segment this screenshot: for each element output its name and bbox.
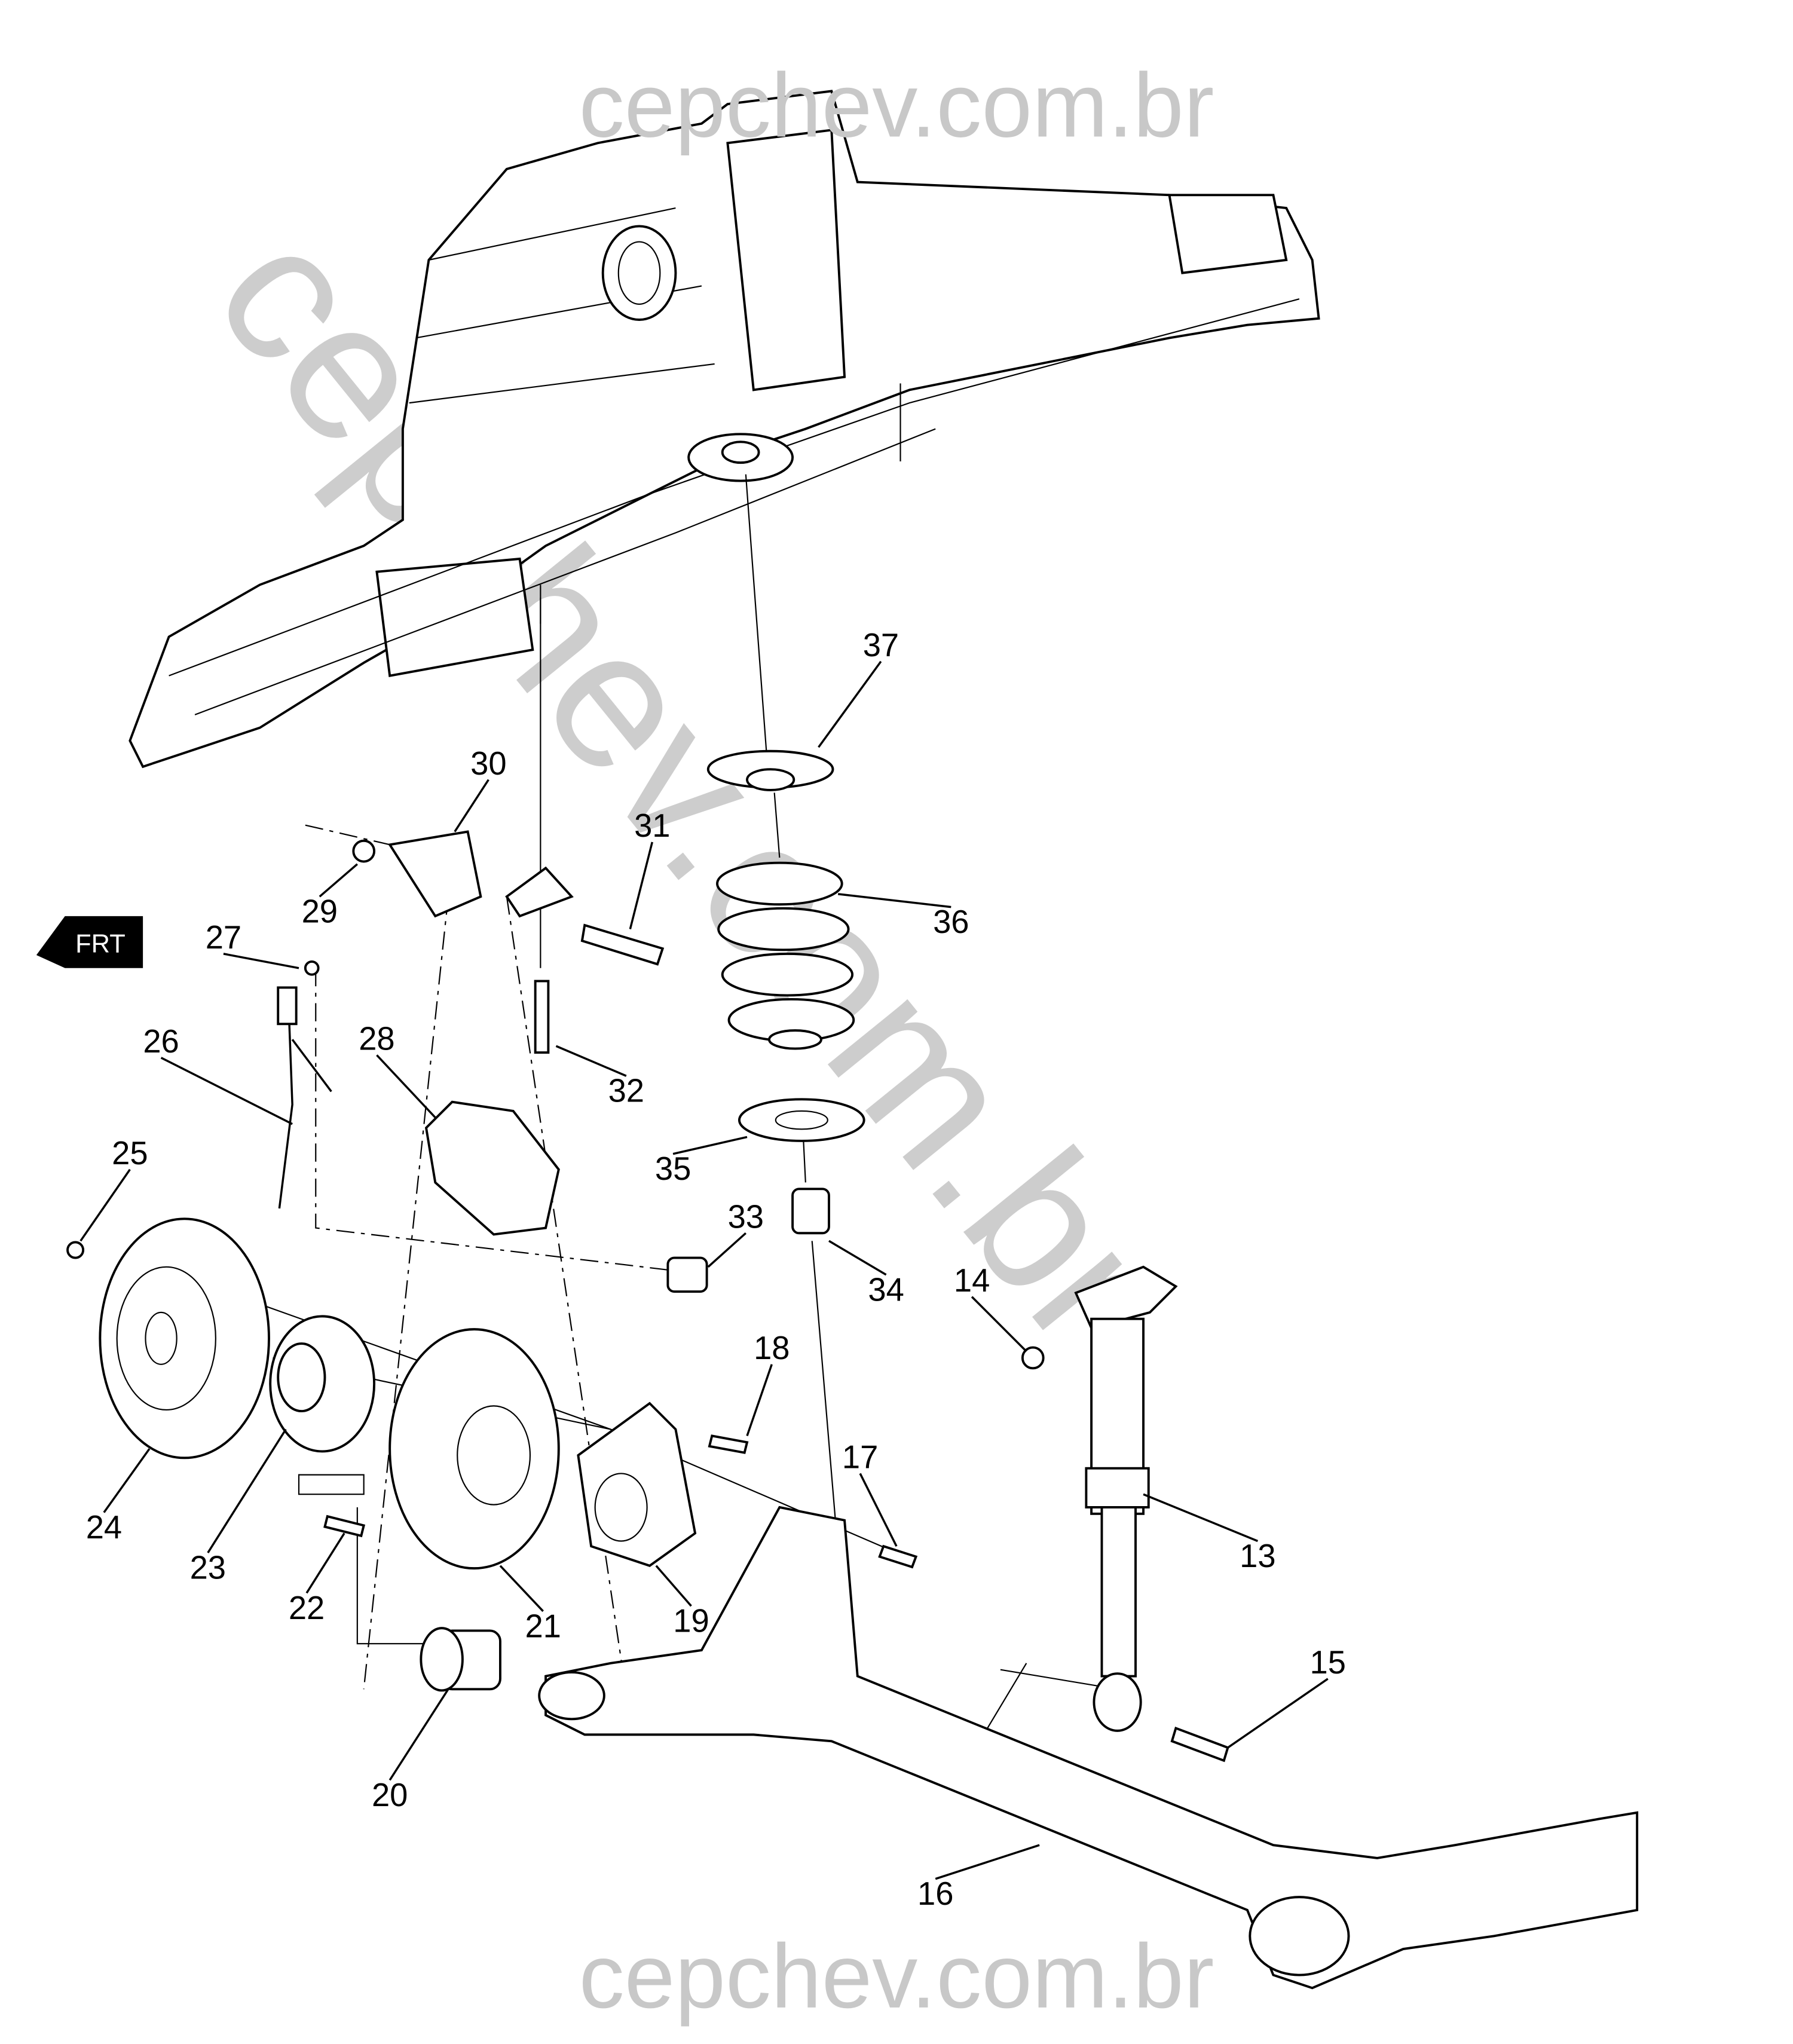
vehicle-underbody-frame (128, 90, 1320, 769)
callout-leader-27 (223, 953, 299, 969)
axle-bushing (420, 1627, 501, 1692)
callout-leader-19 (655, 1565, 692, 1607)
callout-label-37: 37 (863, 627, 899, 663)
callout-leader-25 (79, 1168, 131, 1242)
callout-label-27: 27 (206, 919, 241, 956)
caliper-bracket (577, 1402, 697, 1567)
watermark-bottom: cepchev.com.br (579, 1926, 1214, 2027)
callout-label-21: 21 (525, 1608, 561, 1644)
front-direction-indicator: FRT (36, 916, 143, 968)
callout-label-36: 36 (933, 904, 969, 940)
callout-label-15: 15 (1310, 1644, 1346, 1681)
callout-label-16: 16 (917, 1875, 953, 1912)
callout-leader-28 (376, 1054, 436, 1118)
callout-label-25: 25 (112, 1135, 148, 1171)
callout-leader-36 (837, 893, 951, 908)
shock-absorber (1074, 1265, 1178, 1732)
callout-label-22: 22 (289, 1590, 325, 1626)
callout-leader-32 (555, 1045, 627, 1077)
callout-leader-13 (1143, 1493, 1259, 1543)
jounce-bumper (791, 1188, 830, 1235)
watermark-top: cepchev.com.br (579, 54, 1214, 156)
callout-label-20: 20 (372, 1777, 408, 1813)
callout-label-31: 31 (634, 807, 670, 844)
callout-leader-23 (207, 1428, 287, 1553)
callout-leader-34 (828, 1240, 887, 1276)
callout-leader-33 (707, 1232, 746, 1268)
callout-leader-15 (1227, 1678, 1329, 1749)
callout-leader-17 (859, 1473, 898, 1547)
spring-upper-insulator (706, 749, 834, 791)
callout-leader-16 (935, 1844, 1040, 1880)
callout-label-17: 17 (842, 1439, 878, 1476)
brake-shield (388, 1328, 560, 1570)
bolts-and-nuts (66, 830, 1229, 1763)
callout-label-35: 35 (655, 1150, 691, 1187)
callout-label-30: 30 (470, 745, 506, 782)
callout-leader-35 (672, 1136, 748, 1155)
callout-label-28: 28 (359, 1021, 394, 1057)
callout-leader-26 (160, 1057, 293, 1125)
rear-axle-beam (538, 1506, 1639, 1990)
callout-leader-24 (103, 1448, 151, 1513)
spring-lower-insulator (738, 1098, 865, 1142)
callout-label-19: 19 (673, 1603, 709, 1639)
callout-label-13: 13 (1240, 1538, 1275, 1574)
callout-leader-18 (746, 1364, 773, 1436)
callout-labels: 37 30 31 29 36 27 26 28 32 25 35 33 34 14 18 17 24 23 13 22… (79, 627, 1346, 1912)
hub-and-bearing (269, 1315, 376, 1453)
callout-leader-14 (971, 1296, 1027, 1353)
callout-leader-31 (629, 842, 653, 929)
callout-leader-30 (454, 779, 489, 833)
coil-spring (716, 861, 855, 1050)
brake-rotor (99, 1217, 270, 1459)
callout-label-34: 34 (868, 1271, 904, 1308)
callout-leader-29 (319, 863, 358, 898)
callout-leader-37 (818, 660, 882, 748)
wheel-speed-sensor (277, 986, 332, 1209)
callout-label-33: 33 (728, 1199, 764, 1235)
callout-label-23: 23 (190, 1550, 226, 1586)
callout-leader-21 (499, 1565, 544, 1612)
callout-label-29: 29 (302, 894, 338, 930)
callout-label-18: 18 (754, 1330, 790, 1366)
callout-label-32: 32 (608, 1073, 644, 1109)
brake-caliper (424, 1100, 560, 1236)
callout-leader-20 (388, 1688, 449, 1781)
callout-label-26: 26 (143, 1023, 179, 1060)
callout-label-14: 14 (954, 1262, 990, 1299)
front-indicator-label: FRT (75, 930, 126, 959)
callout-leader-22 (305, 1532, 345, 1594)
callout-label-24: 24 (86, 1509, 122, 1546)
